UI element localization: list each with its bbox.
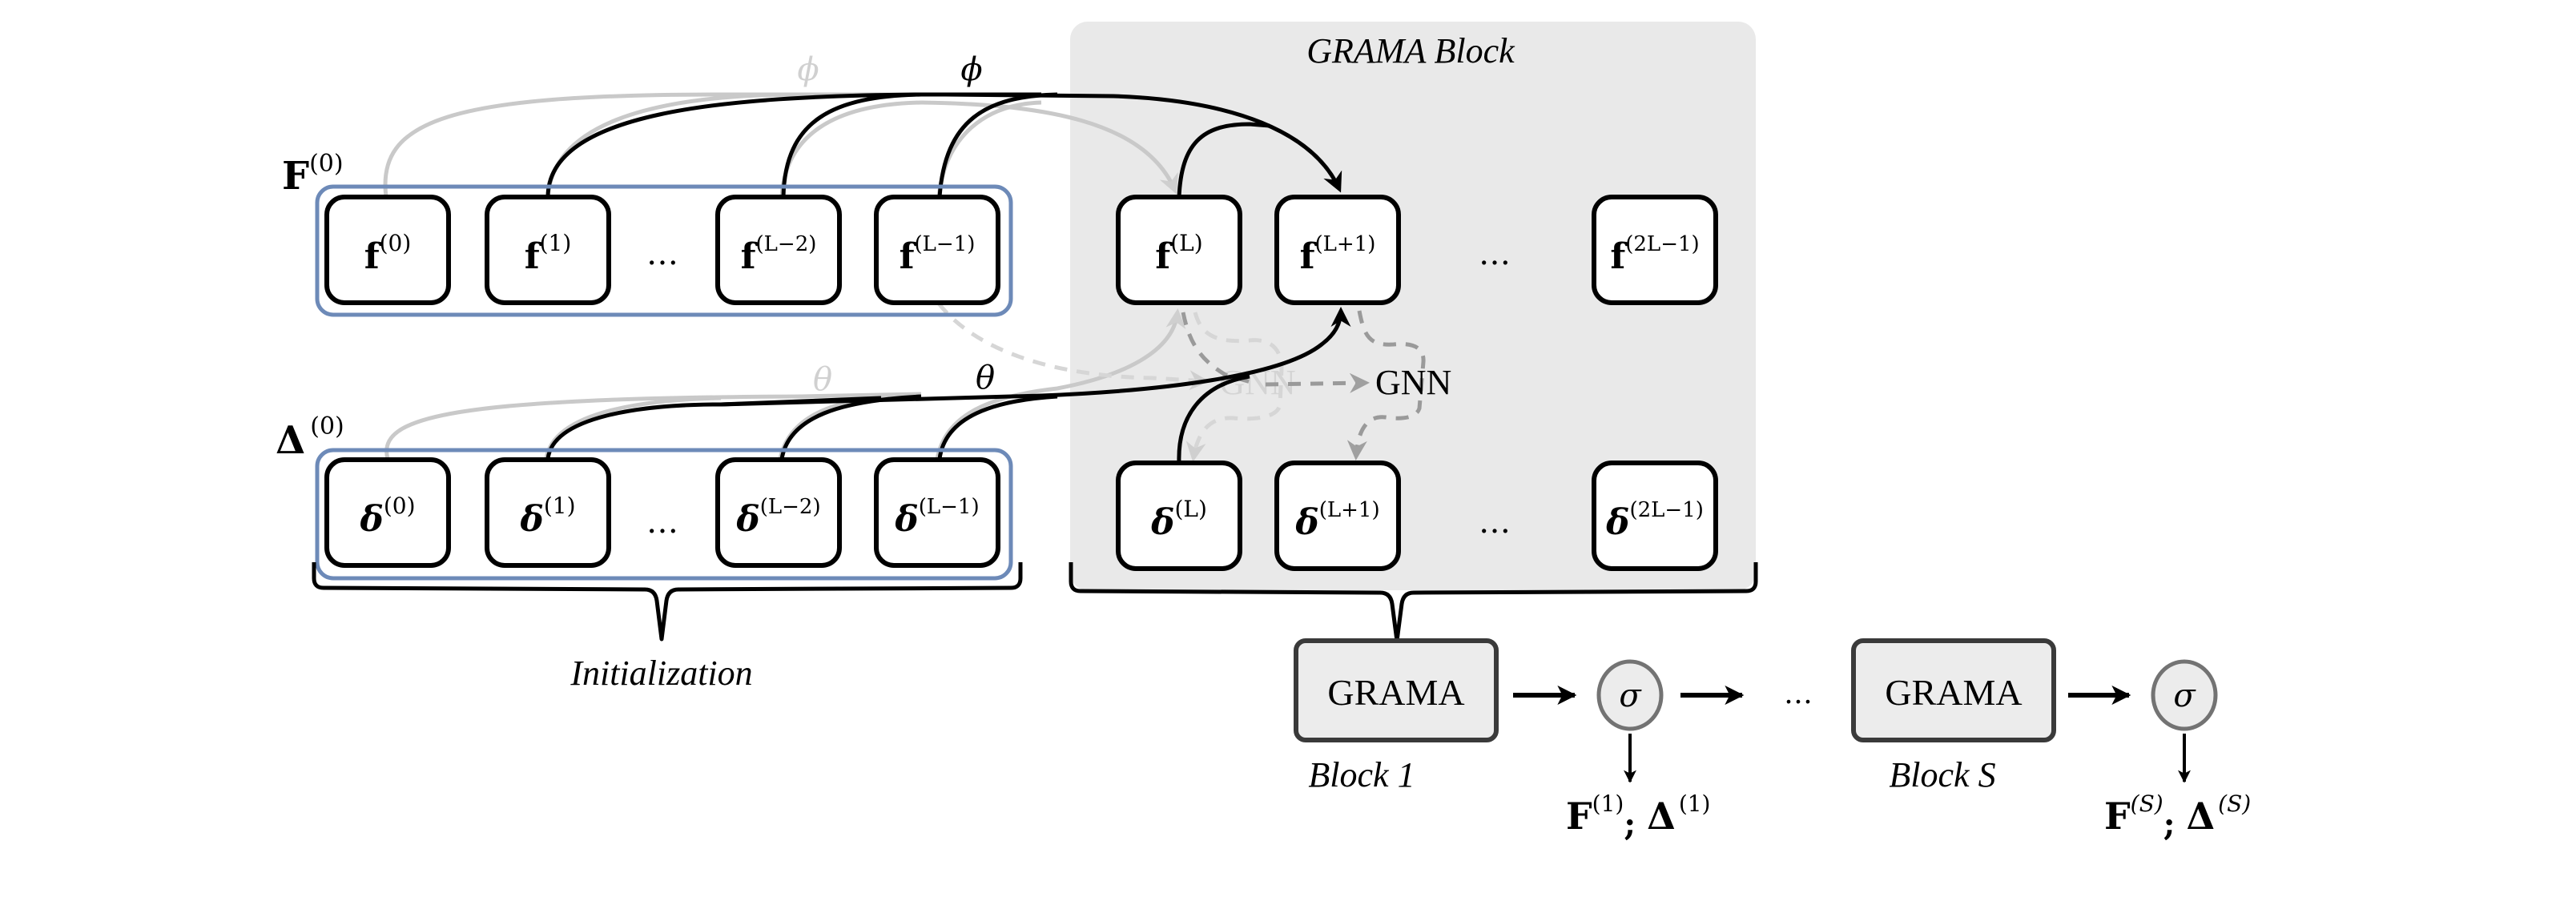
svg-text:δ(0): δ(0) [359,493,415,540]
initialization-label: Initialization [570,654,752,693]
svg-text:δ(L−1): δ(L−1) [894,495,979,540]
svg-text:GRAMA: GRAMA [1327,672,1464,713]
phi-arrow-to-fL+1 [944,92,1342,193]
svg-text:σ: σ [2173,678,2196,714]
theta-edge-d1 [545,396,882,460]
faded-gnn-input-dashed [937,302,1210,391]
svg-text:GRAMA: GRAMA [1885,672,2022,713]
svg-text:f(L−2): f(L−2) [741,232,817,277]
svg-text:f(L+1): f(L+1) [1300,232,1376,277]
feature-node: f(1) [485,195,611,305]
init-delta-nodes: δ(0) δ(1) … δ(L−2) δ(L−1) [324,457,1000,568]
delta-node: δ(L+1) [1274,461,1401,571]
faded-theta-arrow [935,308,1186,460]
block-delta-ellipsis: … [1479,504,1511,541]
block-feature-nodes: f(L) f(L+1) … f(2L−1) [1116,195,1718,305]
faded-phi-edges [383,92,1178,198]
theta-arrow-to-fL+1 [720,307,1351,407]
feature-node: f(0) [324,195,451,305]
init-feature-nodes: f(0) f(1) … f(L−2) f(L−1) [324,195,1000,305]
svg-text:f(L): f(L) [1155,230,1202,277]
delta-node: δ(L) [1116,461,1242,571]
faded-phi-edge [936,100,1042,198]
theta-label: θ [976,360,995,396]
delta-node: δ(1) [485,457,611,568]
phi-label: ϕ [960,51,982,88]
svg-text:δ(L+1): δ(L+1) [1294,498,1379,543]
theta-edge-dL-1 [937,394,1058,460]
block-s-caption: Block S [1889,755,1995,794]
svg-text:δ(1): δ(1) [519,493,575,540]
phi-edges [545,92,1342,198]
faded-gnn-loop-dashed [1185,312,1284,462]
faded-phi-arrow [920,100,1178,195]
initial-delta-group [315,448,1013,581]
theta-edge-dL [1177,374,1250,464]
initial-feature-group [315,184,1013,317]
phi-edge-f1 [545,92,1041,198]
grama-block-title: GRAMA Block [1306,31,1515,70]
feature-node: f(L+1) [1274,195,1401,305]
faded-theta-edges [384,308,1186,460]
delta-node: δ(0) [324,457,451,568]
feature-node: f(L) [1116,195,1242,305]
activation-sigma-1: σ [1596,659,1664,731]
delta-node: δ(L−1) [874,457,1000,568]
svg-text:f(L−1): f(L−1) [900,232,976,277]
faded-phi-edge [383,92,961,198]
phi-edge-fL [1177,122,1270,198]
gnn-label: GNN [1375,363,1451,402]
gnn-loop-dashed-arrow [1346,310,1426,461]
theta-edges [545,307,1351,464]
phi-edge-fL-2 [781,92,922,198]
faded-phi-label: ϕ [797,51,819,88]
svg-text:f(1): f(1) [525,230,572,277]
block-s-output: F(S);Δ(S) [2104,790,2251,843]
svg-text:δ(L): δ(L) [1150,496,1207,543]
block-1-caption: Block 1 [1308,755,1415,794]
delta-ellipsis: … [646,504,678,541]
grama-block-1: GRAMA [1294,638,1499,742]
delta-node: δ(L−2) [715,457,842,568]
activation-sigma-s: σ [2151,659,2218,731]
initialization-brace [312,562,1023,642]
feature-node: f(L−2) [715,195,842,305]
feature-node: f(L−1) [874,195,1000,305]
block-1-output: F(1);Δ(1) [1566,790,1710,843]
feature-group-label: F(0) [282,150,344,199]
block-delta-nodes: δ(L) δ(L+1) … δ(2L−1) [1116,461,1718,571]
grama-block-s: GRAMA [1851,638,2056,742]
svg-text:δ(L−2): δ(L−2) [735,495,820,540]
block-feature-ellipsis: … [1479,235,1511,272]
svg-text:σ: σ [1619,678,1642,714]
feature-ellipsis: … [646,235,678,272]
svg-text:δ(2L−1): δ(2L−1) [1605,498,1704,543]
pipeline: GRAMA Block 1 σ F(1);Δ(1) … GRAMA Block … [1294,638,2251,843]
faded-gnn-up-dashed [1181,312,1254,385]
feature-node: f(2L−1) [1592,195,1718,305]
delta-group-label: Δ(0) [276,412,344,463]
faded-theta-label: θ [813,361,832,398]
gnn-input-dashed-arrow [1265,372,1370,393]
faded-phi-edge [779,100,922,198]
pipeline-ellipsis: … [1784,678,1813,710]
svg-text:f(2L−1): f(2L−1) [1610,232,1699,277]
delta-node: δ(2L−1) [1592,461,1718,571]
grama-block-background [1070,22,1756,590]
svg-text:f(0): f(0) [364,230,412,277]
